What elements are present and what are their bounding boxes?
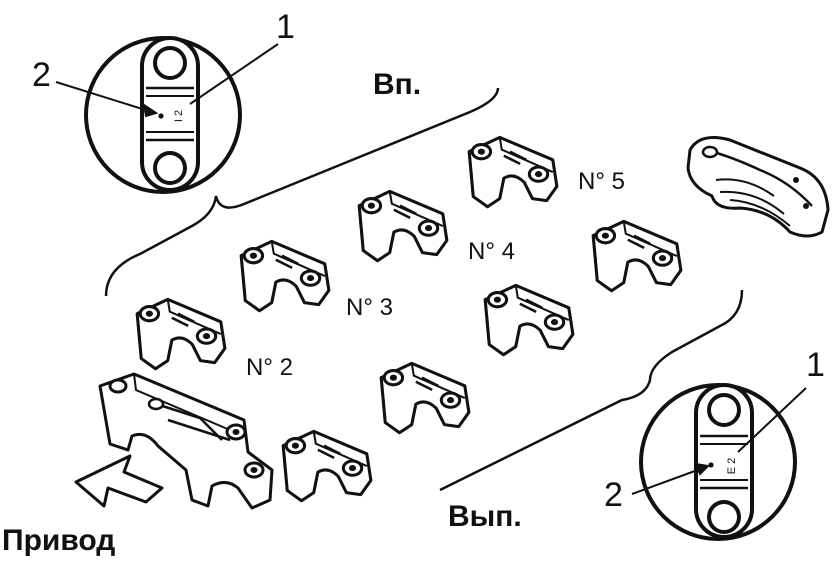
bearing-cap-exhaust-2 [281,429,373,503]
drive-label: Привод [2,524,116,557]
intake-bracket [104,87,500,297]
callout-bottom-1: 1 [806,346,825,384]
callout-leaders [55,43,807,495]
cap-label-no2: N° 2 [246,354,293,381]
drive-direction-arrow [74,454,164,508]
callout-top-2: 2 [32,56,51,94]
intake-label: Вп. [373,68,422,101]
callout-top-1: 1 [276,8,295,46]
callout-bottom-2: 2 [604,476,623,514]
exhaust-bracket [439,289,744,492]
bearing-cap-intake-2 [135,297,227,371]
exhaust-inset-detail: E 2 [639,383,797,541]
intake-inset-detail: I 2 [84,36,242,194]
cap-label-no3: N° 3 [346,294,393,321]
cap-label-no5: N° 5 [578,168,625,195]
rear-cam-housing [686,136,830,238]
bearing-cap-intake-4 [357,189,449,263]
bearing-cap-exhaust-4 [483,283,575,357]
bearing-cap-front-combined [98,372,274,510]
top-cap-marking: I 2 [173,110,185,122]
bearing-cap-exhaust-5 [591,219,683,293]
bearing-cap-intake-3 [239,239,331,313]
bearing-cap-exhaust-3 [379,361,471,435]
cap-label-no4: N° 4 [468,238,515,265]
bearing-cap-intake-5 [467,135,559,209]
bottom-cap-marking: E 2 [726,458,738,475]
exhaust-label: Вып. [448,500,522,533]
